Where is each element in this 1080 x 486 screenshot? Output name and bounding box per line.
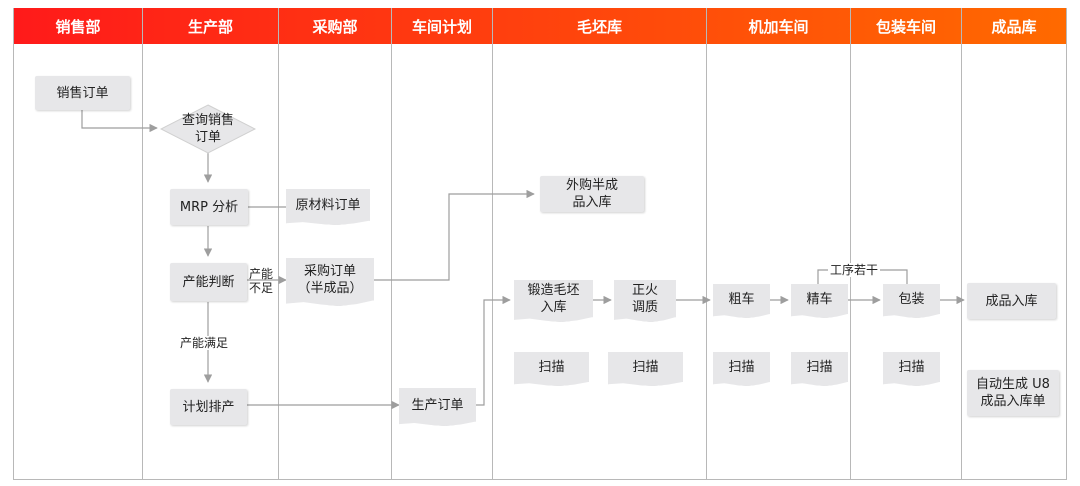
edge-label-several-processes: 工序若干 — [828, 263, 881, 277]
lane-blank-warehouse: 毛坯库 — [492, 8, 706, 480]
lane-header-workshop-plan: 车间计划 — [392, 8, 492, 44]
lane-workshop-plan: 车间计划 — [391, 8, 492, 480]
lane-sales: 销售部 — [13, 8, 142, 480]
node-auto-generate-u8[interactable]: 自动生成 U8 成品入库单 — [967, 370, 1059, 416]
edge-label-capacity-ok: 产能满足 — [180, 336, 229, 350]
node-schedule[interactable]: 计划排产 — [170, 389, 247, 425]
node-query-sales-order-label: 查询销售 订单 — [181, 113, 234, 145]
node-finished-inbound[interactable]: 成品入库 — [967, 283, 1056, 319]
lane-header-production: 生产部 — [143, 8, 278, 44]
lane-header-machining: 机加车间 — [707, 8, 850, 44]
lane-packaging: 包装车间 — [850, 8, 961, 480]
lane-header-blank-warehouse: 毛坯库 — [493, 8, 706, 44]
node-forge-blank-inbound[interactable]: 锻造毛坯 入库 — [514, 280, 593, 322]
lane-purchasing: 采购部 — [278, 8, 391, 480]
node-outsourced-semi-inbound[interactable]: 外购半成 品入库 — [540, 176, 644, 212]
lane-header-sales: 销售部 — [14, 8, 142, 44]
node-capacity-judgment[interactable]: 产能判断 — [170, 263, 247, 301]
node-query-sales-order-diamond[interactable] — [160, 104, 256, 154]
node-finish-turning[interactable]: 精车 — [791, 284, 848, 318]
lane-finished-warehouse: 成品库 — [961, 8, 1067, 480]
node-scan-machining-1[interactable]: 扫描 — [713, 352, 770, 386]
lane-header-finished-warehouse: 成品库 — [962, 8, 1066, 44]
node-scan-packaging[interactable]: 扫描 — [883, 352, 940, 386]
node-normalize-temper[interactable]: 正火 调质 — [614, 280, 676, 322]
node-sales-order[interactable]: 销售订单 — [35, 76, 130, 110]
lane-machining: 机加车间 — [706, 8, 850, 480]
edge-production-order-to-forge — [476, 295, 511, 406]
node-mrp-analysis[interactable]: MRP 分析 — [170, 189, 248, 225]
node-production-order[interactable]: 生产订单 — [399, 388, 476, 426]
node-scan-blank-1[interactable]: 扫描 — [514, 352, 589, 386]
node-scan-blank-2[interactable]: 扫描 — [608, 352, 683, 386]
edge-purchase-to-outsourced — [374, 189, 535, 281]
node-packaging[interactable]: 包装 — [883, 284, 940, 318]
edge-label-capacity-short: 产能 不足 — [249, 267, 274, 295]
lane-header-purchasing: 采购部 — [279, 8, 391, 44]
frame-bottom-border — [13, 479, 1067, 480]
node-scan-machining-2[interactable]: 扫描 — [791, 352, 848, 386]
lane-production: 生产部 — [142, 8, 278, 480]
node-raw-material-order[interactable]: 原材料订单 — [286, 189, 370, 225]
edge-sales-to-query — [81, 110, 158, 133]
lane-header-packaging: 包装车间 — [851, 8, 961, 44]
node-purchase-order[interactable]: 采购订单 （半成品） — [286, 258, 374, 306]
node-rough-turning[interactable]: 粗车 — [713, 284, 770, 318]
